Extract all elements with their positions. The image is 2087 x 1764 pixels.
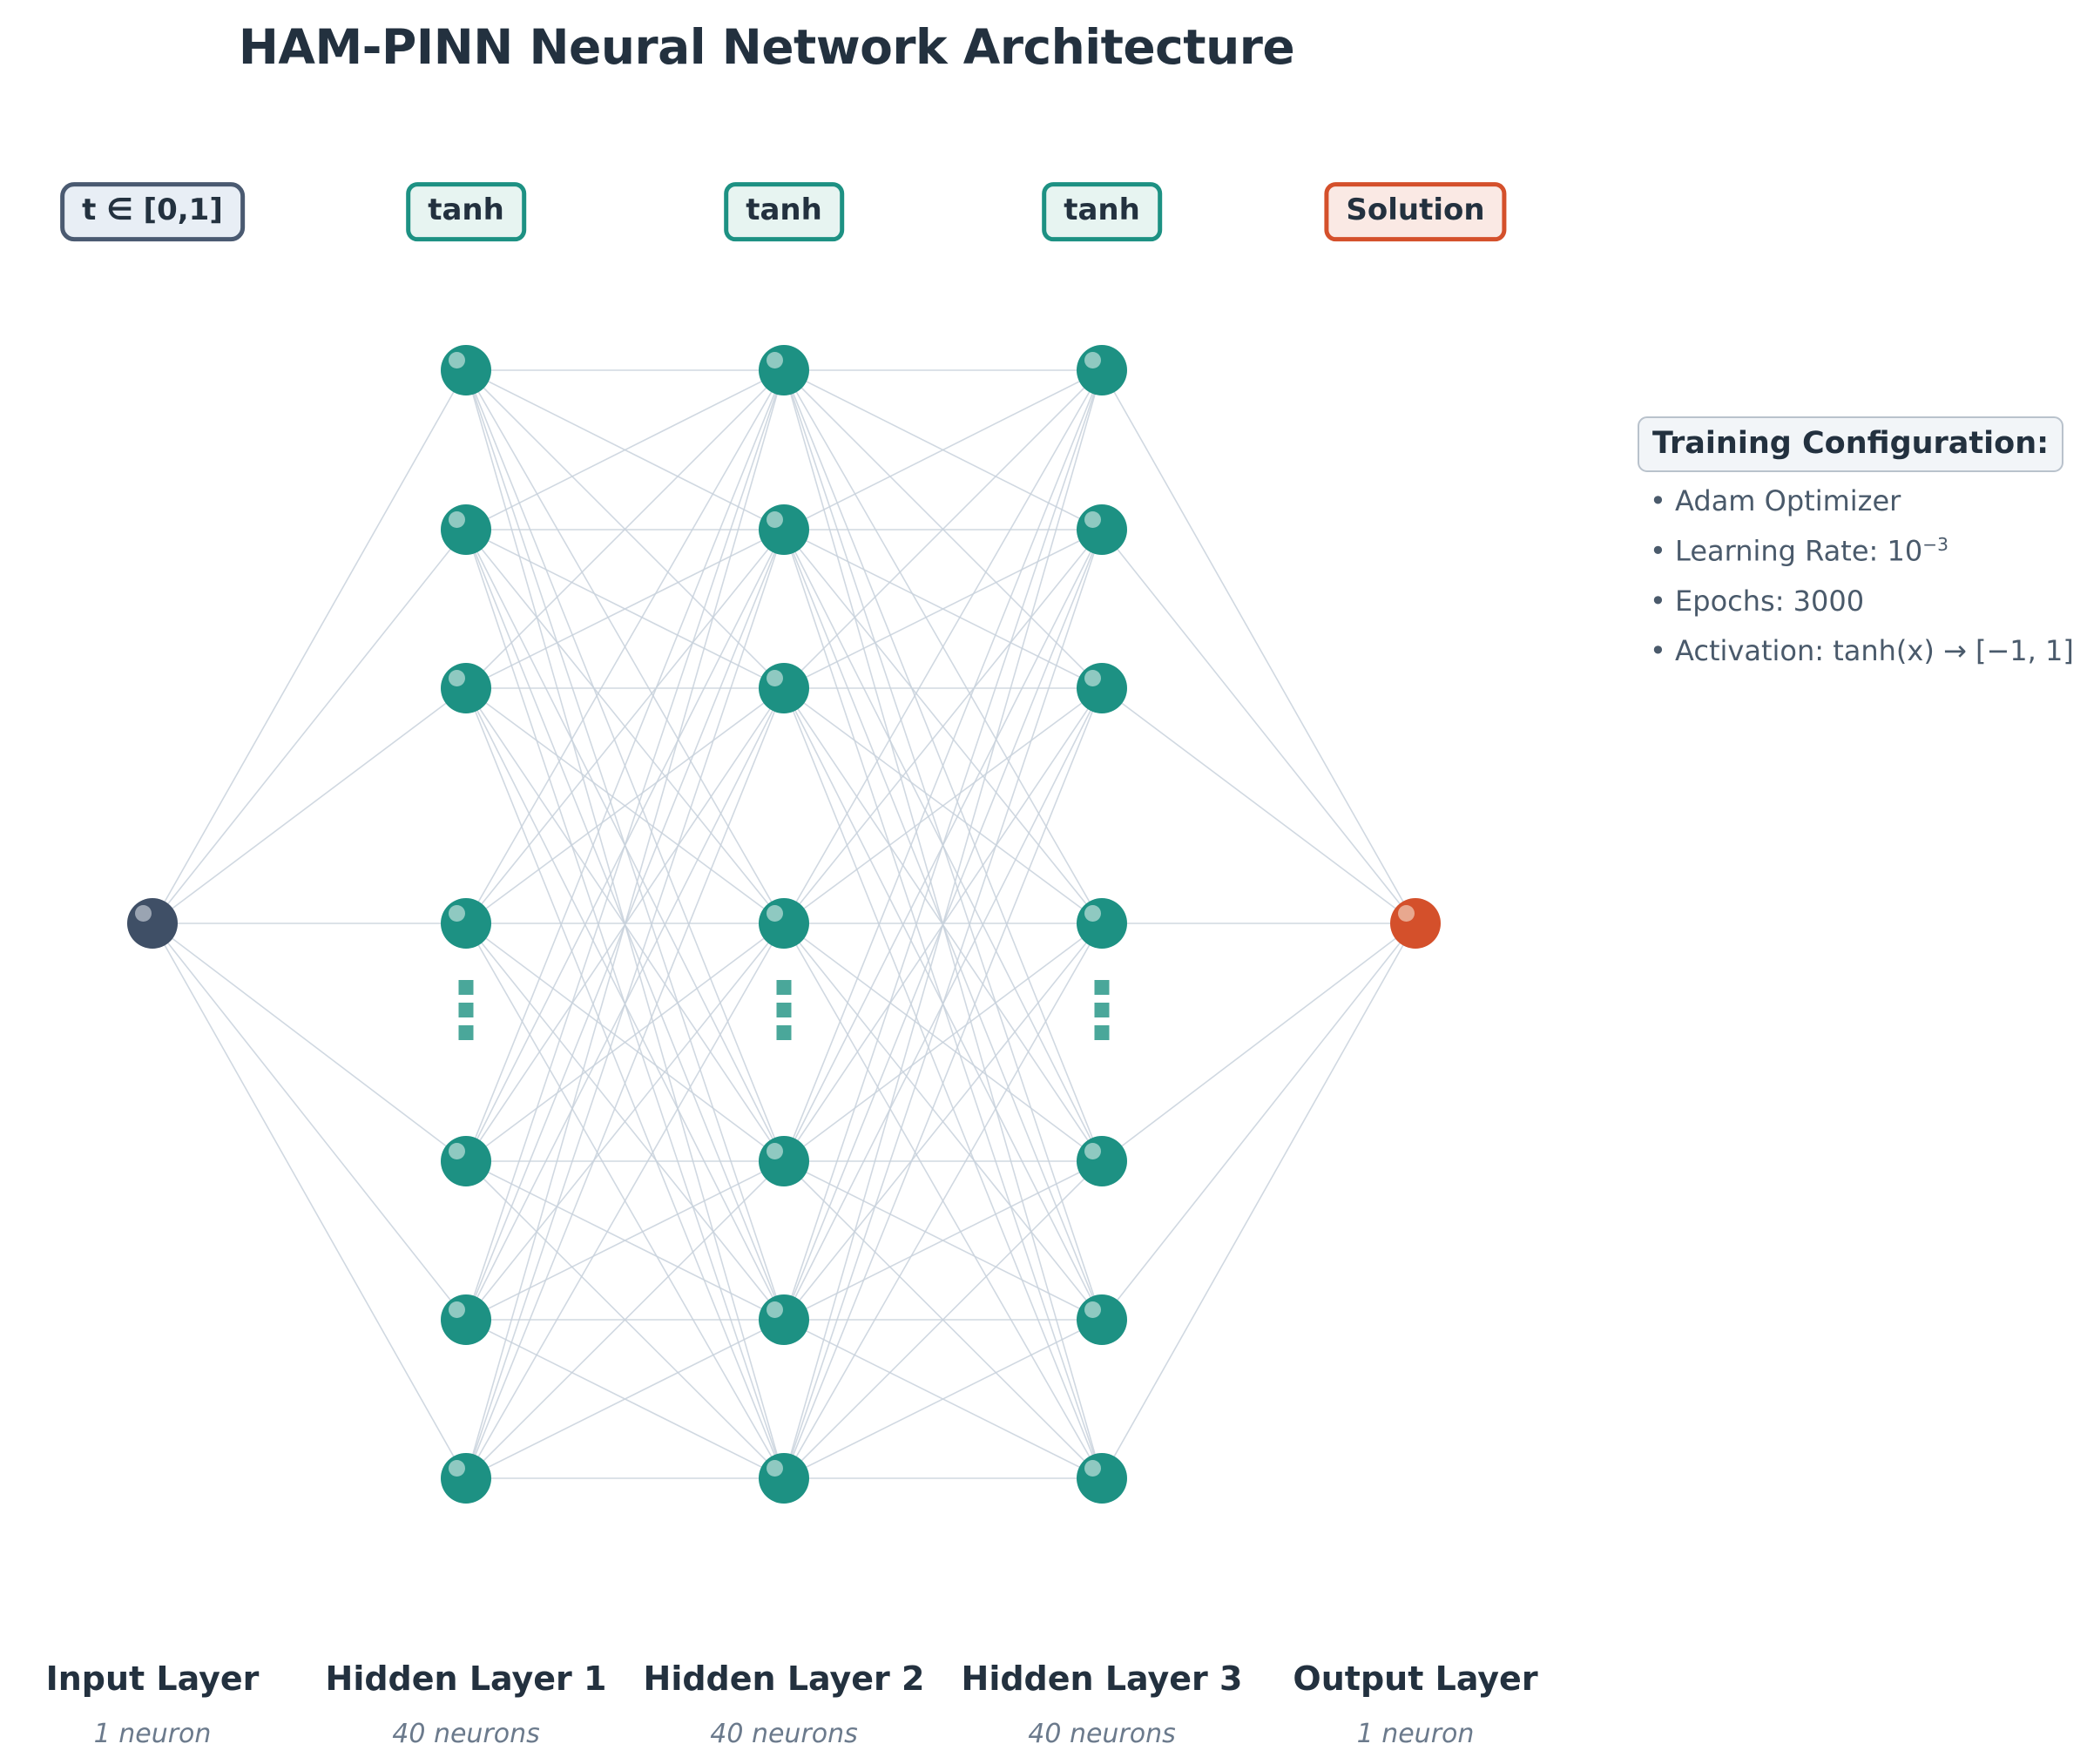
- vertical-ellipsis-icon: [776, 980, 792, 1040]
- ellipsis-dot: [458, 1025, 474, 1040]
- layer-caption: Hidden Layer 3 40 neurons: [962, 1659, 1243, 1749]
- hidden-neuron[interactable]: [1077, 898, 1127, 949]
- neuron-highlight: [135, 905, 152, 922]
- neuron-highlight: [1084, 1301, 1101, 1318]
- hidden-neuron[interactable]: [441, 504, 491, 555]
- badge-tanh-1[interactable]: tanh: [406, 182, 526, 241]
- ellipsis-dot: [458, 1003, 474, 1017]
- config-item: • Epochs: 3000: [1650, 584, 1865, 618]
- hidden-neuron[interactable]: [441, 1294, 491, 1345]
- neuron-highlight: [767, 352, 783, 368]
- neuron-highlight: [449, 905, 465, 922]
- hidden-neuron[interactable]: [441, 663, 491, 713]
- layer-caption-name: Hidden Layer 2: [643, 1659, 925, 1698]
- layer-caption-count: 40 neurons: [1028, 1719, 1176, 1749]
- neuron-highlight: [449, 1460, 465, 1477]
- layer-caption: Input Layer 1 neuron: [46, 1659, 260, 1749]
- vertical-ellipsis-icon: [458, 980, 474, 1040]
- hidden-neuron[interactable]: [759, 898, 809, 949]
- layer-caption-count: 1 neuron: [93, 1719, 212, 1749]
- badge-output-4[interactable]: Solution: [1324, 182, 1507, 241]
- neuron-highlight: [767, 1143, 783, 1159]
- vertical-ellipsis-icon: [1094, 980, 1110, 1040]
- layer-caption: Hidden Layer 1 40 neurons: [326, 1659, 607, 1749]
- hidden-neuron[interactable]: [1077, 1294, 1127, 1345]
- neuron-highlight: [1084, 670, 1101, 686]
- layer-caption-name: Output Layer: [1293, 1659, 1538, 1698]
- badge-tanh-2[interactable]: tanh: [724, 182, 844, 241]
- training-configuration-panel: Training Configuration: • Adam Optimizer…: [1638, 416, 2074, 684]
- hidden-neuron[interactable]: [441, 345, 491, 395]
- config-item: • Adam Optimizer: [1650, 484, 1901, 517]
- hidden-neuron[interactable]: [759, 663, 809, 713]
- neuron-highlight: [449, 1143, 465, 1159]
- neuron-highlight: [1398, 905, 1415, 922]
- page-title: HAM-PINN Neural Network Architecture: [238, 19, 1295, 75]
- neuron-highlight: [767, 1460, 783, 1477]
- neuron-highlight: [1084, 905, 1101, 922]
- config-exponent: −3: [1922, 534, 1949, 555]
- neuron-highlight: [767, 905, 783, 922]
- layer-caption: Output Layer 1 neuron: [1293, 1659, 1537, 1749]
- output-neuron[interactable]: [1390, 898, 1441, 949]
- config-item: • Learning Rate: 10−3: [1650, 534, 1949, 568]
- neuron-highlight: [767, 511, 783, 528]
- training-configuration-title: Training Configuration:: [1638, 416, 2064, 472]
- hidden-neuron[interactable]: [441, 1136, 491, 1186]
- config-item: • Activation: tanh(x) → [−1, 1]: [1650, 633, 2074, 667]
- ellipsis-dot: [1094, 1003, 1110, 1017]
- badge-input-0[interactable]: t ∈ [0,1]: [60, 182, 245, 241]
- hidden-neuron[interactable]: [441, 1453, 491, 1504]
- neuron-highlight: [449, 352, 465, 368]
- hidden-neuron[interactable]: [1077, 504, 1127, 555]
- neuron-highlight: [449, 511, 465, 528]
- layer-caption-count: 40 neurons: [710, 1719, 858, 1749]
- ellipsis-dot: [1094, 1025, 1110, 1040]
- hidden-neuron[interactable]: [759, 504, 809, 555]
- hidden-neuron[interactable]: [759, 345, 809, 395]
- layer-caption-name: Hidden Layer 1: [325, 1659, 607, 1698]
- layer-caption-name: Input Layer: [45, 1659, 260, 1698]
- ellipsis-dot: [776, 980, 792, 995]
- hidden-neuron[interactable]: [1077, 663, 1127, 713]
- neuron-highlight: [1084, 352, 1101, 368]
- ellipsis-dot: [458, 980, 474, 995]
- ellipsis-dot: [776, 1003, 792, 1017]
- hidden-neuron[interactable]: [1077, 1453, 1127, 1504]
- neuron-highlight: [767, 1301, 783, 1318]
- training-configuration-list: • Adam Optimizer • Learning Rate: 10−3 • E…: [1638, 484, 2074, 667]
- neuron-highlight: [1084, 1143, 1101, 1159]
- ellipsis-dot: [1094, 980, 1110, 995]
- input-neuron[interactable]: [127, 898, 178, 949]
- neuron-highlight: [1084, 511, 1101, 528]
- layer-caption-count: 1 neuron: [1356, 1719, 1475, 1749]
- hidden-neuron[interactable]: [1077, 345, 1127, 395]
- hidden-neuron[interactable]: [759, 1453, 809, 1504]
- neuron-highlight: [449, 1301, 465, 1318]
- ellipsis-dot: [776, 1025, 792, 1040]
- badge-tanh-3[interactable]: tanh: [1042, 182, 1162, 241]
- neuron-highlight: [767, 670, 783, 686]
- layer-caption: Hidden Layer 2 40 neurons: [644, 1659, 925, 1749]
- layer-caption-count: 40 neurons: [392, 1719, 540, 1749]
- layer-caption-name: Hidden Layer 3: [961, 1659, 1243, 1698]
- hidden-neuron[interactable]: [759, 1294, 809, 1345]
- neuron-highlight: [449, 670, 465, 686]
- hidden-neuron[interactable]: [441, 898, 491, 949]
- hidden-neuron[interactable]: [759, 1136, 809, 1186]
- hidden-neuron[interactable]: [1077, 1136, 1127, 1186]
- neuron-highlight: [1084, 1460, 1101, 1477]
